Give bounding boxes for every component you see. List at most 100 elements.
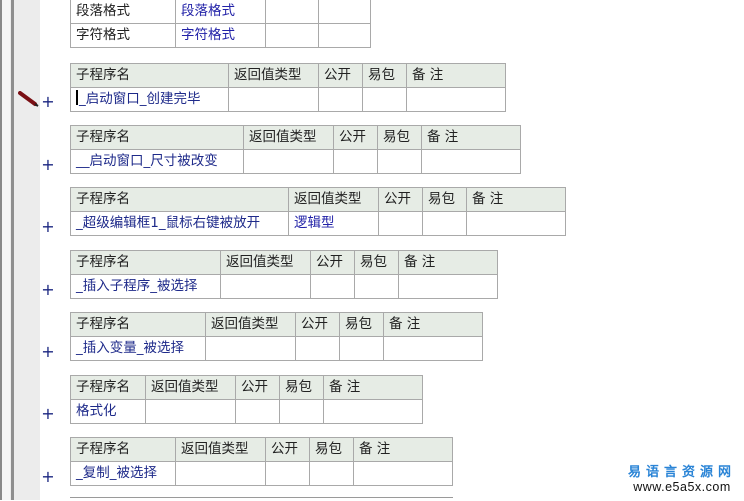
table-row[interactable]: _插入变量_被选择 bbox=[70, 336, 483, 361]
easy-pkg-cell[interactable] bbox=[422, 211, 467, 236]
public-cell[interactable] bbox=[310, 274, 355, 299]
header-easy-pkg: 易包 bbox=[362, 63, 407, 88]
style-table: 段落格式 段落格式 字符格式 字符格式 bbox=[70, 0, 371, 48]
header-public: 公开 bbox=[310, 250, 355, 275]
table-row[interactable]: 段落格式 段落格式 bbox=[70, 0, 371, 24]
header-name: 子程序名 bbox=[70, 250, 221, 275]
header-easy-pkg: 易包 bbox=[279, 375, 324, 400]
header-public: 公开 bbox=[318, 63, 363, 88]
header-return-type: 返回值类型 bbox=[228, 63, 319, 88]
header-public: 公开 bbox=[333, 125, 378, 150]
table-row[interactable]: 格式化 bbox=[70, 399, 423, 424]
table-row[interactable]: _启动窗口_创建完毕 bbox=[70, 87, 506, 112]
subprogram-table: 子程序名 返回值类型 公开 易包 备 注 _复制_被选择 bbox=[70, 437, 453, 486]
easy-pkg-cell[interactable] bbox=[339, 336, 384, 361]
subprogram-name[interactable]: _插入子程序_被选择 bbox=[70, 274, 221, 299]
style-value[interactable]: 段落格式 bbox=[175, 0, 266, 24]
expand-plus-icon[interactable]: + bbox=[41, 404, 55, 423]
remark-cell[interactable] bbox=[323, 399, 423, 424]
subprogram-name-cell[interactable]: _启动窗口_创建完毕 bbox=[70, 87, 229, 112]
return-type-cell[interactable] bbox=[228, 87, 319, 112]
header-name: 子程序名 bbox=[70, 312, 206, 337]
text-cursor bbox=[76, 90, 78, 105]
editor-gutter bbox=[0, 0, 40, 500]
header-name: 子程序名 bbox=[70, 125, 244, 150]
header-name: 子程序名 bbox=[70, 187, 289, 212]
return-type-cell[interactable] bbox=[175, 461, 266, 486]
public-cell[interactable] bbox=[333, 149, 378, 174]
subprogram-name[interactable]: 格式化 bbox=[70, 399, 146, 424]
expand-plus-icon[interactable]: + bbox=[41, 92, 55, 111]
subprogram-name[interactable]: _超级编辑框1_鼠标右键被放开 bbox=[70, 211, 289, 236]
header-return-type: 返回值类型 bbox=[243, 125, 334, 150]
style-value[interactable]: 字符格式 bbox=[175, 23, 266, 48]
style-name[interactable]: 段落格式 bbox=[70, 0, 176, 24]
subprogram-table: 子程序名 返回值类型 公开 易包 备 注 __启动窗口_尺寸被改变 bbox=[70, 125, 521, 174]
header-name: 子程序名 bbox=[70, 375, 146, 400]
subprogram-table: 子程序名 返回值类型 公开 易包 备 注 _插入子程序_被选择 bbox=[70, 250, 498, 299]
return-type-cell[interactable] bbox=[205, 336, 296, 361]
remark-cell[interactable] bbox=[353, 461, 453, 486]
easy-pkg-cell[interactable] bbox=[377, 149, 422, 174]
header-easy-pkg: 易包 bbox=[354, 250, 399, 275]
style-cell[interactable] bbox=[265, 23, 319, 48]
public-cell[interactable] bbox=[235, 399, 280, 424]
header-remark: 备 注 bbox=[466, 187, 566, 212]
expand-plus-icon[interactable]: + bbox=[41, 280, 55, 299]
expand-plus-icon[interactable]: + bbox=[41, 155, 55, 174]
header-remark: 备 注 bbox=[421, 125, 521, 150]
header-remark: 备 注 bbox=[383, 312, 483, 337]
table-header-row: 子程序名 返回值类型 公开 易包 备 注 bbox=[70, 437, 453, 462]
public-cell[interactable] bbox=[295, 336, 340, 361]
table-header-row: 子程序名 返回值类型 公开 易包 备 注 bbox=[70, 312, 483, 337]
subprogram-name[interactable]: _插入变量_被选择 bbox=[70, 336, 206, 361]
easy-pkg-cell[interactable] bbox=[309, 461, 354, 486]
return-type-cell[interactable] bbox=[145, 399, 236, 424]
remark-cell[interactable] bbox=[466, 211, 566, 236]
header-return-type: 返回值类型 bbox=[220, 250, 311, 275]
style-cell[interactable] bbox=[318, 0, 371, 24]
gutter-strip bbox=[2, 0, 10, 500]
table-row[interactable]: 字符格式 字符格式 bbox=[70, 23, 371, 48]
table-row[interactable]: __启动窗口_尺寸被改变 bbox=[70, 149, 521, 174]
easy-pkg-cell[interactable] bbox=[354, 274, 399, 299]
header-easy-pkg: 易包 bbox=[422, 187, 467, 212]
style-cell[interactable] bbox=[318, 23, 371, 48]
subprogram-table: 子程序名 返回值类型 公开 易包 备 注 _插入变量_被选择 bbox=[70, 312, 483, 361]
table-header-row: 子程序名 返回值类型 公开 易包 备 注 bbox=[70, 375, 423, 400]
gutter-border bbox=[0, 0, 2, 500]
table-header-row: 子程序名 返回值类型 公开 易包 备 注 bbox=[70, 63, 506, 88]
header-public: 公开 bbox=[378, 187, 423, 212]
easy-pkg-cell[interactable] bbox=[362, 87, 407, 112]
gutter-divider bbox=[11, 0, 14, 500]
header-public: 公开 bbox=[295, 312, 340, 337]
style-cell[interactable] bbox=[265, 0, 319, 24]
style-name[interactable]: 字符格式 bbox=[70, 23, 176, 48]
table-row[interactable]: _超级编辑框1_鼠标右键被放开 逻辑型 bbox=[70, 211, 566, 236]
public-cell[interactable] bbox=[378, 211, 423, 236]
table-row[interactable]: _插入子程序_被选择 bbox=[70, 274, 498, 299]
expand-plus-icon[interactable]: + bbox=[41, 217, 55, 236]
header-name: 子程序名 bbox=[70, 63, 229, 88]
public-cell[interactable] bbox=[318, 87, 363, 112]
subprogram-table: 子程序名 返回值类型 公开 易包 备 注 格式化 bbox=[70, 375, 423, 424]
expand-plus-icon[interactable]: + bbox=[41, 342, 55, 361]
expand-plus-icon[interactable]: + bbox=[41, 467, 55, 486]
header-easy-pkg: 易包 bbox=[377, 125, 422, 150]
subprogram-name[interactable]: __启动窗口_尺寸被改变 bbox=[70, 149, 244, 174]
remark-cell[interactable] bbox=[383, 336, 483, 361]
subprogram-name[interactable]: _启动窗口_创建完毕 bbox=[79, 91, 201, 107]
easy-pkg-cell[interactable] bbox=[279, 399, 324, 424]
return-type-cell[interactable]: 逻辑型 bbox=[288, 211, 379, 236]
header-public: 公开 bbox=[235, 375, 280, 400]
return-type-cell[interactable] bbox=[243, 149, 334, 174]
remark-cell[interactable] bbox=[421, 149, 521, 174]
table-row[interactable]: _复制_被选择 bbox=[70, 461, 453, 486]
return-type-cell[interactable] bbox=[220, 274, 311, 299]
subprogram-name[interactable]: _复制_被选择 bbox=[70, 461, 176, 486]
remark-cell[interactable] bbox=[398, 274, 498, 299]
header-remark: 备 注 bbox=[406, 63, 506, 88]
remark-cell[interactable] bbox=[406, 87, 506, 112]
header-return-type: 返回值类型 bbox=[145, 375, 236, 400]
public-cell[interactable] bbox=[265, 461, 310, 486]
